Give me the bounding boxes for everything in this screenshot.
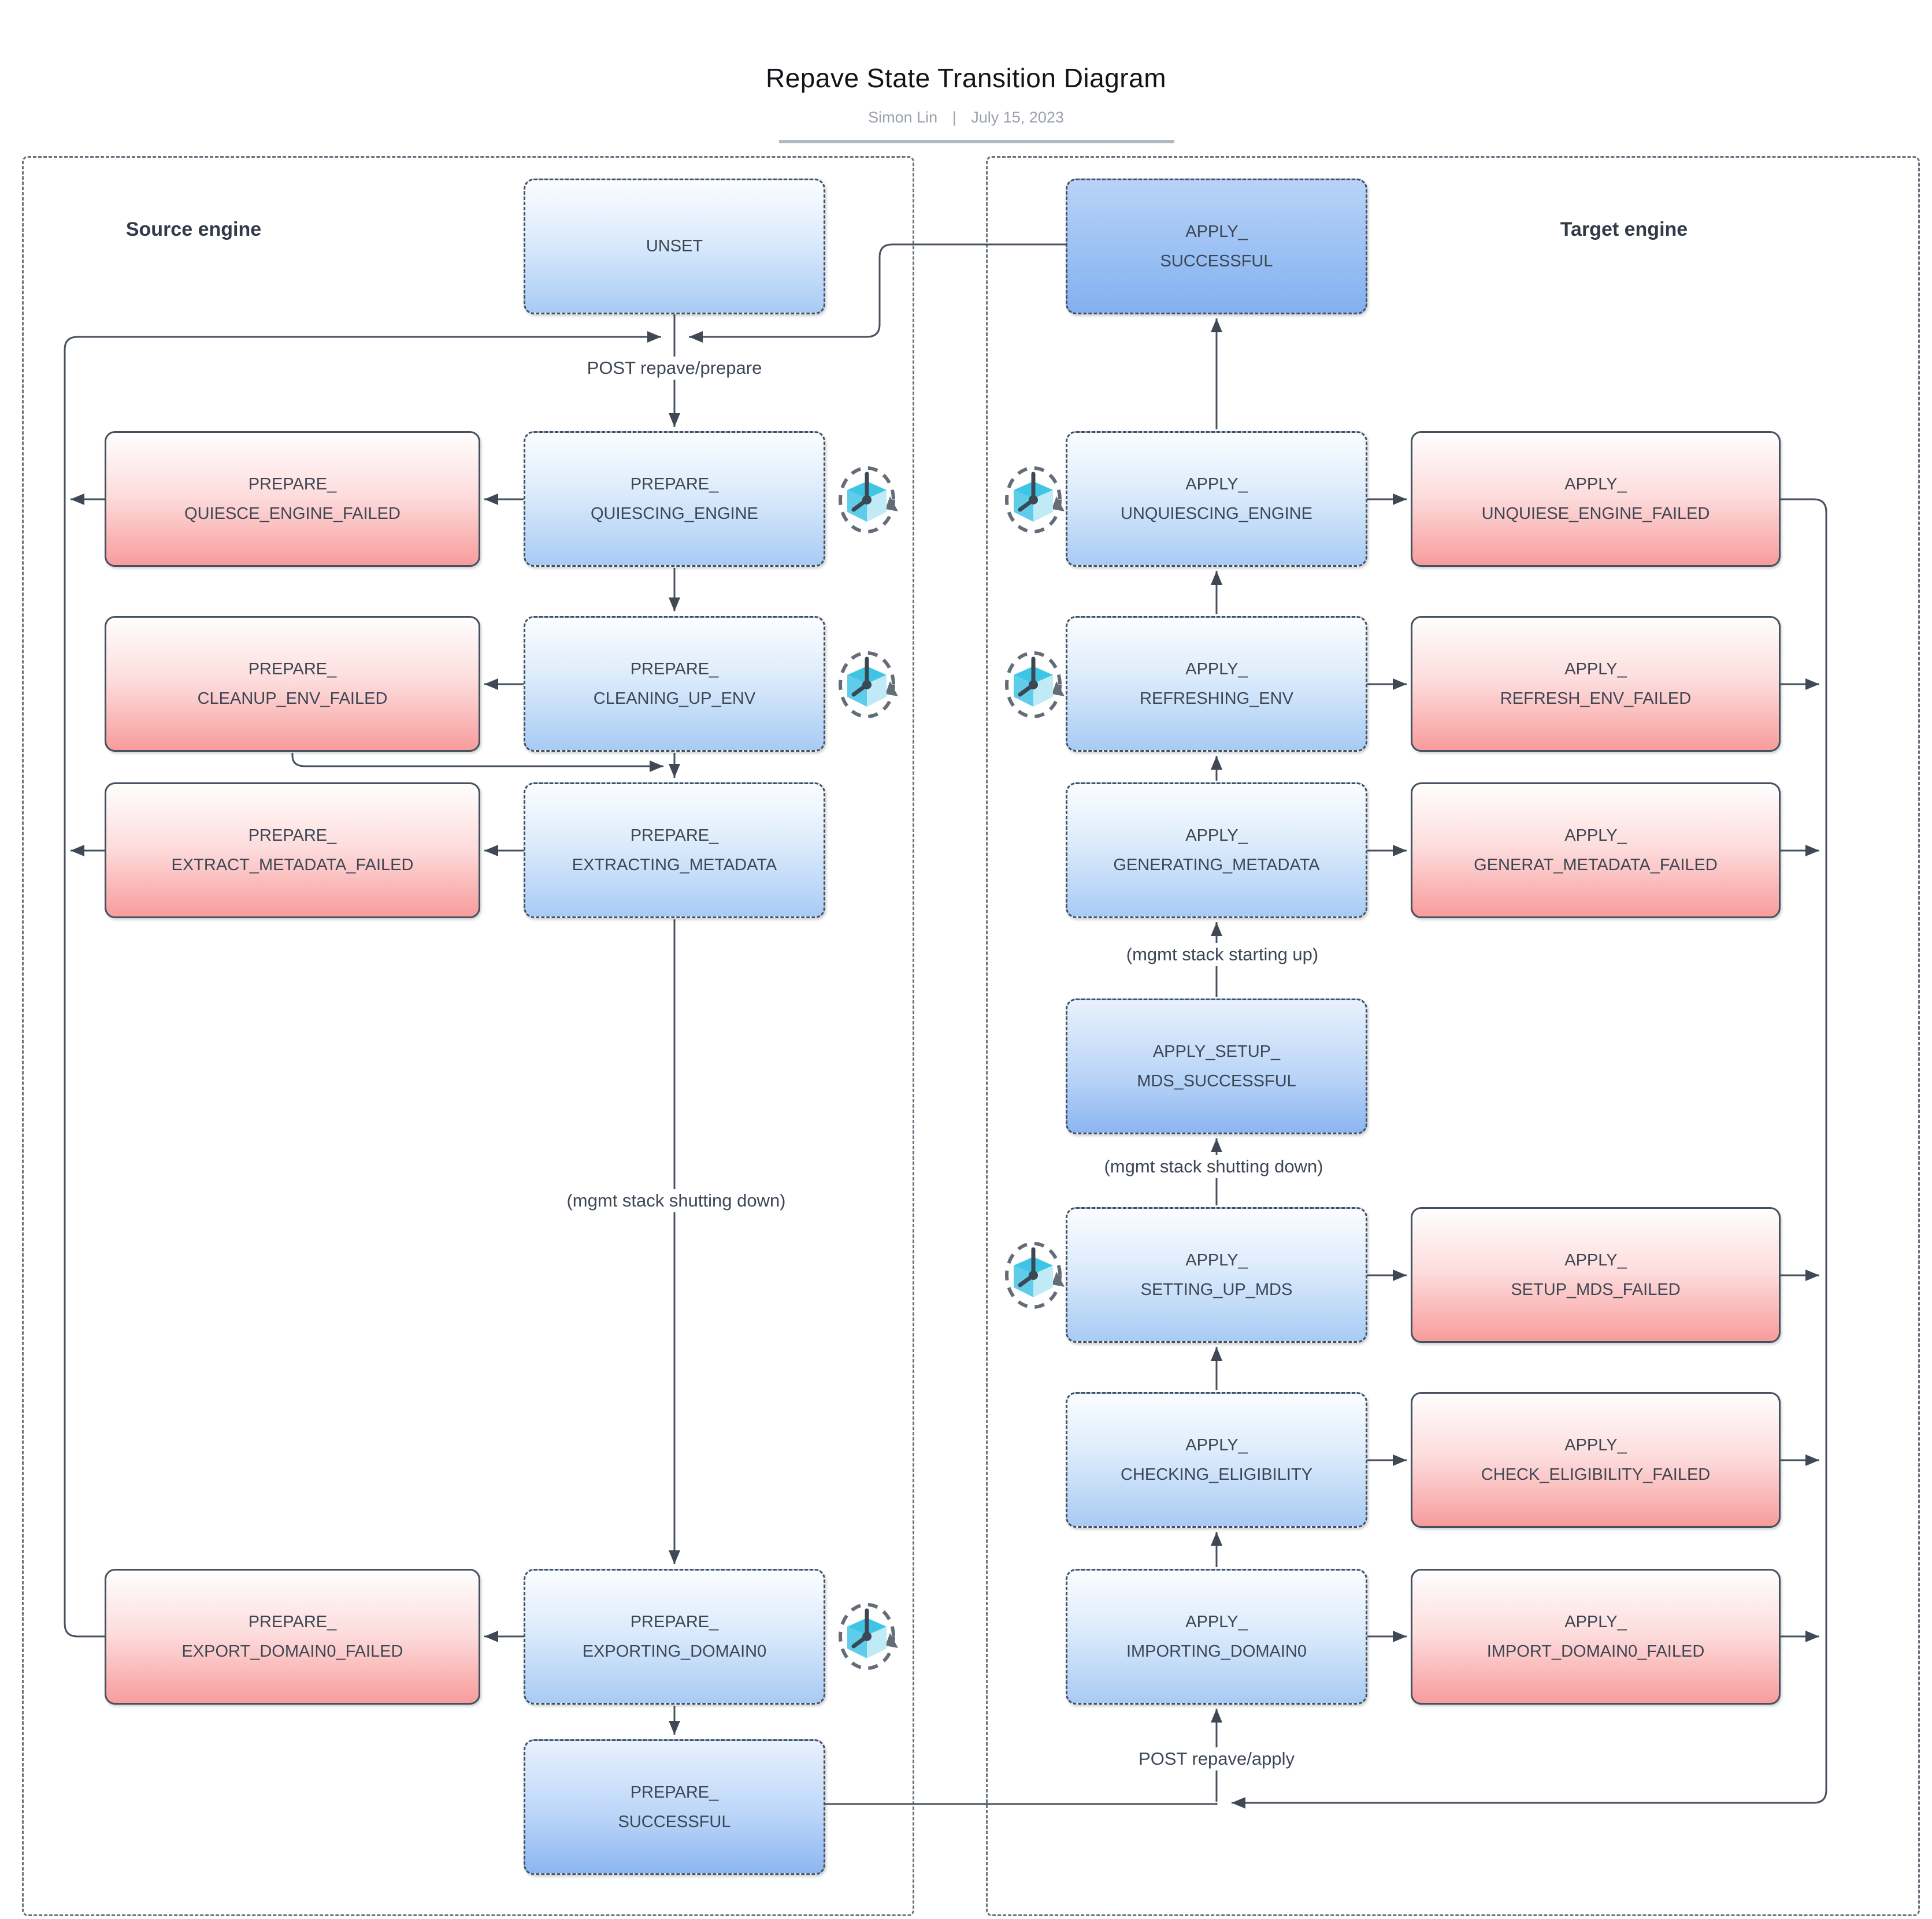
retry-clock-icon	[832, 1595, 902, 1678]
edge-label-post-prepare: POST repave/prepare	[581, 357, 768, 380]
edge-left-retry-bus	[64, 331, 661, 1638]
byline: Simon Lin | July 15, 2023	[0, 109, 1932, 127]
page-title: Repave State Transition Diagram	[765, 63, 1167, 93]
byline-separator: |	[952, 109, 956, 126]
target-engine-label: Target engine	[1560, 218, 1688, 240]
state-apply-generat-metadata-failed: APPLY_ GENERAT_METADATA_FAILED	[1411, 782, 1781, 918]
retry-clock-icon	[999, 458, 1068, 541]
state-apply-refreshing-env: APPLY_ REFRESHING_ENV	[1066, 616, 1367, 752]
edge-label-post-apply: POST repave/apply	[1133, 1747, 1300, 1770]
edge-label-mgmt-shutting-down-source: (mgmt stack shutting down)	[561, 1189, 792, 1212]
state-prepare-extract-metadata-failed: PREPARE_ EXTRACT_METADATA_FAILED	[105, 782, 480, 918]
state-apply-check-eligibility-failed: APPLY_ CHECK_ELIGIBILITY_FAILED	[1411, 1392, 1781, 1528]
state-prepare-cleaning-up-env: PREPARE_ CLEANING_UP_ENV	[524, 616, 825, 752]
source-engine-container	[22, 156, 914, 1916]
edge-apply-successful-to-prepare-junction	[689, 243, 1066, 343]
state-apply-unquiescing-engine: APPLY_ UNQUIESCING_ENGINE	[1066, 431, 1367, 567]
source-engine-label: Source engine	[125, 218, 262, 240]
state-prepare-exporting-domain0: PREPARE_ EXPORTING_DOMAIN0	[524, 1569, 825, 1705]
state-apply-refresh-env-failed: APPLY_ REFRESH_ENV_FAILED	[1411, 616, 1781, 752]
state-apply-unquiese-engine-failed: APPLY_ UNQUIESE_ENGINE_FAILED	[1411, 431, 1781, 567]
byline-author: Simon Lin	[868, 109, 938, 126]
state-prepare-quiescing-engine: PREPARE_ QUIESCING_ENGINE	[524, 431, 825, 567]
retry-clock-icon	[999, 1234, 1068, 1317]
state-prepare-export-domain0-failed: PREPARE_ EXPORT_DOMAIN0_FAILED	[105, 1569, 480, 1705]
edge-prepare-successful-to-apply-junction	[825, 1803, 1218, 1805]
state-apply-checking-eligibility: APPLY_ CHECKING_ELIGIBILITY	[1066, 1392, 1367, 1528]
retry-clock-icon	[832, 458, 902, 541]
edge-right-failure-bus	[1232, 498, 1827, 1809]
byline-rule	[779, 140, 1174, 143]
state-apply-setup-mds-failed: APPLY_ SETUP_MDS_FAILED	[1411, 1207, 1781, 1343]
edge-label-mgmt-shutting-down-target: (mgmt stack shutting down)	[1098, 1155, 1329, 1178]
state-prepare-cleanup-env-failed: PREPARE_ CLEANUP_ENV_FAILED	[105, 616, 480, 752]
state-prepare-extracting-metadata: PREPARE_ EXTRACTING_METADATA	[524, 782, 825, 918]
state-apply-successful: APPLY_ SUCCESSFUL	[1066, 179, 1367, 314]
state-apply-generating-metadata: APPLY_ GENERATING_METADATA	[1066, 782, 1367, 918]
byline-date: July 15, 2023	[971, 109, 1064, 126]
edge-cleanup-failed-merge	[291, 753, 663, 772]
state-apply-setup-mds-successful: APPLY_SETUP_ MDS_SUCCESSFUL	[1066, 999, 1367, 1134]
target-engine-container	[986, 156, 1920, 1916]
state-apply-import-domain0-failed: APPLY_ IMPORT_DOMAIN0_FAILED	[1411, 1569, 1781, 1705]
state-prepare-quiesce-engine-failed: PREPARE_ QUIESCE_ENGINE_FAILED	[105, 431, 480, 567]
state-apply-importing-domain0: APPLY_ IMPORTING_DOMAIN0	[1066, 1569, 1367, 1705]
state-prepare-successful: PREPARE_ SUCCESSFUL	[524, 1739, 825, 1875]
retry-clock-icon	[832, 643, 902, 726]
state-unset: UNSET	[524, 179, 825, 314]
retry-clock-icon	[999, 643, 1068, 726]
edge-label-mgmt-starting-up: (mgmt stack starting up)	[1120, 943, 1325, 966]
state-apply-setting-up-mds: APPLY_ SETTING_UP_MDS	[1066, 1207, 1367, 1343]
